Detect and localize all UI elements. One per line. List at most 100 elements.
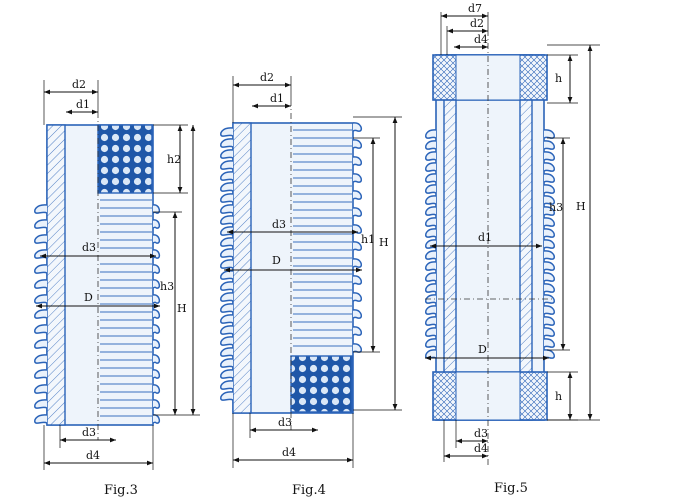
fig4-d3-bottom-label: d3 <box>278 416 292 429</box>
fig5-shed-right <box>543 316 556 326</box>
fig3-shed-right <box>152 249 161 259</box>
fig3-shed-right <box>152 219 161 229</box>
fig4-d2-label: d2 <box>260 71 274 84</box>
fig5-shed-right <box>543 283 556 293</box>
fig3-d4-label: d4 <box>86 449 100 462</box>
fig5-shed <box>424 283 437 293</box>
fig4-shed-right <box>352 343 363 353</box>
fig3-sheds <box>34 204 161 424</box>
fig4-shed-right <box>352 241 363 251</box>
fig3-shed <box>34 414 48 424</box>
fig5-d7-label: d7 <box>468 2 482 15</box>
fig5-shed-right <box>543 151 556 161</box>
fig5-shed-right <box>543 349 556 359</box>
fig3-shed <box>34 249 48 259</box>
fig3-d2-label: d2 <box>72 78 86 91</box>
fig5-H-label: H <box>576 200 586 213</box>
fig4-shed <box>220 171 234 181</box>
fig5-right-wall <box>519 54 533 421</box>
fig4-d4-label: d4 <box>282 446 296 459</box>
fig5-left-wall <box>443 54 457 421</box>
fig5-caption: Fig.5 <box>494 481 528 496</box>
fig5-shed <box>424 338 437 348</box>
fig5-shed-right <box>543 294 556 304</box>
fig5-shed <box>424 195 437 205</box>
fig5-d4-top-label: d4 <box>474 33 488 46</box>
fig4-shed-right <box>352 309 363 319</box>
fig3-shed <box>34 384 48 394</box>
fig3-shed-right <box>152 294 161 304</box>
fig4-shed <box>220 270 234 280</box>
fig4-D-label: D <box>272 254 281 267</box>
fig5-shed <box>424 239 437 249</box>
fig5-shed-right <box>543 228 556 238</box>
fig4-shed <box>220 314 234 324</box>
fig3-shed-right <box>152 339 161 349</box>
fig4-shed <box>220 358 234 368</box>
fig3-h2-label: h2 <box>167 153 181 166</box>
figure-3: d2 d1 h2 h3 H d3 D d3 d4 Fig.3 <box>34 78 200 498</box>
fig5-shed-right <box>543 184 556 194</box>
fig5-sheds <box>424 129 556 359</box>
fig4-shed-right <box>352 139 363 149</box>
fig5-shed-right <box>543 206 556 216</box>
fig5-shed-right <box>543 195 556 205</box>
fig4-shed-right <box>352 122 363 132</box>
fig5-shed <box>424 151 437 161</box>
fig3-shed <box>34 399 48 409</box>
fig5-D-label: D <box>478 343 487 356</box>
fig5-shed-right <box>543 338 556 348</box>
fig3-shed-right <box>152 384 161 394</box>
fig4-shed-right <box>352 275 363 285</box>
fig5-shed-right <box>543 140 556 150</box>
fig4-d3-inner-label: d3 <box>272 218 286 231</box>
fig4-shed <box>220 215 234 225</box>
fig4-shed-right <box>352 156 363 166</box>
fig4-shed <box>220 182 234 192</box>
fig3-d3-inner-label: d3 <box>82 241 96 254</box>
fig5-shed <box>424 327 437 337</box>
fig5-shed <box>424 162 437 172</box>
fig5-shed <box>424 228 437 238</box>
fig5-shed <box>424 217 437 227</box>
fig4-shed-right <box>352 190 363 200</box>
figure-4: d2 d1 h1 H d3 D d3 d4 Fig.4 <box>220 71 402 498</box>
fig3-caption: Fig.3 <box>104 483 138 498</box>
fig3-shed <box>34 354 48 364</box>
fig4-shed <box>220 160 234 170</box>
fig4-left-wall <box>232 122 252 414</box>
fig5-shed-right <box>543 162 556 172</box>
fig4-shed <box>220 127 234 137</box>
fig5-shed-right <box>543 239 556 249</box>
fig5-d1-label: d1 <box>478 231 492 244</box>
fig4-h1-label: h1 <box>361 233 375 246</box>
fig5-shed-right <box>543 327 556 337</box>
fig5-shed <box>424 349 437 359</box>
fig4-shed <box>220 336 234 346</box>
fig4-shed <box>220 391 234 401</box>
fig4-shed <box>220 204 234 214</box>
fig5-h-bottom-label: h <box>555 390 562 403</box>
fig3-shed <box>34 234 48 244</box>
fig4-H-label: H <box>379 236 389 249</box>
fig3-shed-right <box>152 414 161 424</box>
fig4-shed-right <box>352 258 363 268</box>
fig3-left-wall <box>46 124 66 426</box>
fig4-shed <box>220 380 234 390</box>
figure-5: d7 d2 d4 h h3 H d1 D h d <box>424 2 600 496</box>
fig4-shed <box>220 259 234 269</box>
fig3-shed <box>34 324 48 334</box>
fig3-shed <box>34 369 48 379</box>
fig5-shed <box>424 173 437 183</box>
fig5-shed-right <box>543 129 556 139</box>
fig5-shed <box>424 261 437 271</box>
fig4-shed <box>220 369 234 379</box>
fig3-shed <box>34 294 48 304</box>
fig3-shed <box>34 339 48 349</box>
fig5-shed <box>424 129 437 139</box>
fig3-shed <box>34 219 48 229</box>
fig5-d4-bottom-label: d4 <box>474 442 488 455</box>
fig4-shed-right <box>352 173 363 183</box>
